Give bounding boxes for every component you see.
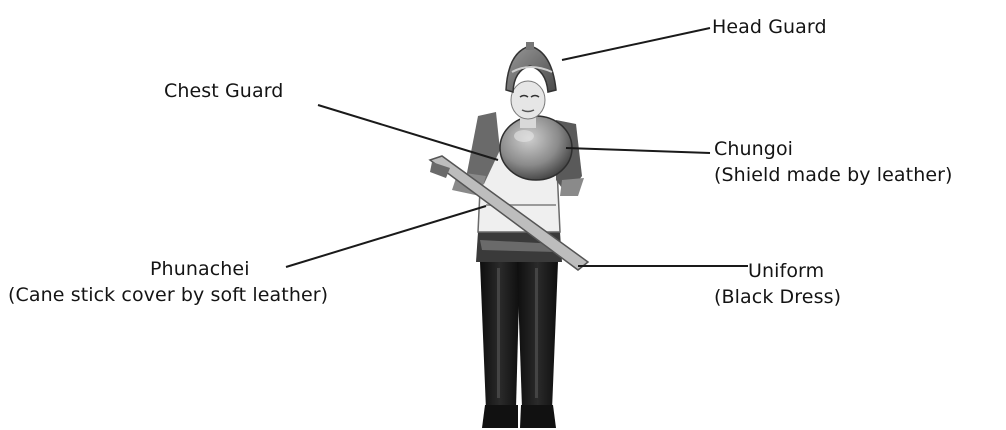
label-phunachei: Phunachei (Cane stick cover by soft leat… <box>8 256 400 308</box>
label-chest-guard-text: Chest Guard <box>164 80 283 102</box>
label-head-guard: Head Guard <box>712 14 827 40</box>
leader-chest-guard <box>318 105 498 160</box>
leader-head-guard <box>562 28 710 60</box>
label-head-guard-text: Head Guard <box>712 16 827 38</box>
label-chungoi-desc: (Shield made by leather) <box>714 162 953 188</box>
label-chungoi: Chungoi (Shield made by leather) <box>714 136 953 188</box>
label-uniform: Uniform (Black Dress) <box>714 258 841 310</box>
label-uniform-desc: (Black Dress) <box>714 284 841 310</box>
label-uniform-text: Uniform <box>714 258 841 284</box>
leader-chungoi <box>566 148 710 153</box>
label-phunachei-desc: (Cane stick cover by soft leather) <box>8 282 400 308</box>
label-phunachei-text: Phunachei <box>8 256 400 282</box>
label-chest-guard: Chest Guard <box>164 78 283 104</box>
label-chungoi-text: Chungoi <box>714 136 953 162</box>
